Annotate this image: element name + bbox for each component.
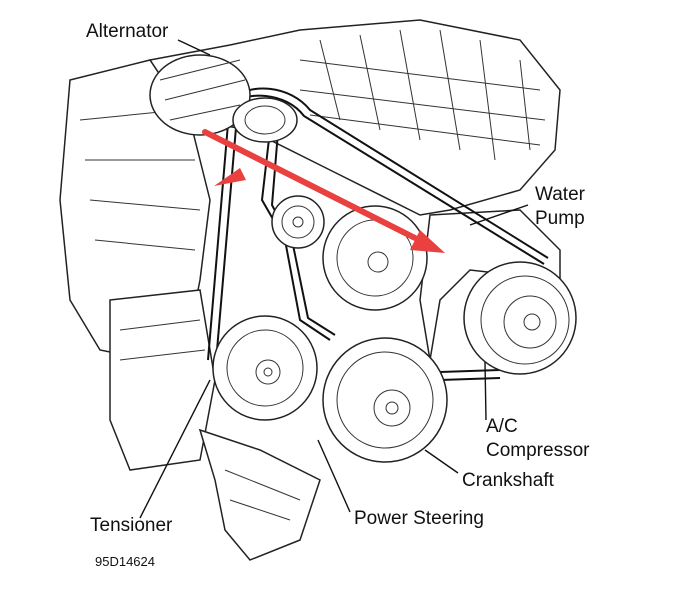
ac-compressor-pulley [463, 261, 577, 375]
label-water-pump-line1: Water [535, 184, 586, 205]
label-water-pump-line2: Pump [535, 208, 585, 229]
engine-block [59, 19, 561, 561]
idler-pulley [271, 195, 325, 249]
label-tensioner: Tensioner [90, 515, 173, 536]
crankshaft-pulley [322, 337, 448, 463]
label-alternator: Alternator [86, 21, 169, 42]
figure-code: 95D14624 [95, 554, 155, 569]
label-ac-line2: Compressor [486, 440, 590, 461]
label-crankshaft: Crankshaft [462, 470, 555, 491]
alternator-unit [149, 54, 298, 143]
label-ac-line1: A/C [486, 416, 518, 437]
leader-lines [139, 39, 529, 519]
belt-direction-arrow [202, 129, 445, 253]
label-power-steering: Power Steering [354, 508, 484, 529]
water-pump-pulley [322, 205, 428, 311]
power-steering-pulley [212, 315, 318, 421]
